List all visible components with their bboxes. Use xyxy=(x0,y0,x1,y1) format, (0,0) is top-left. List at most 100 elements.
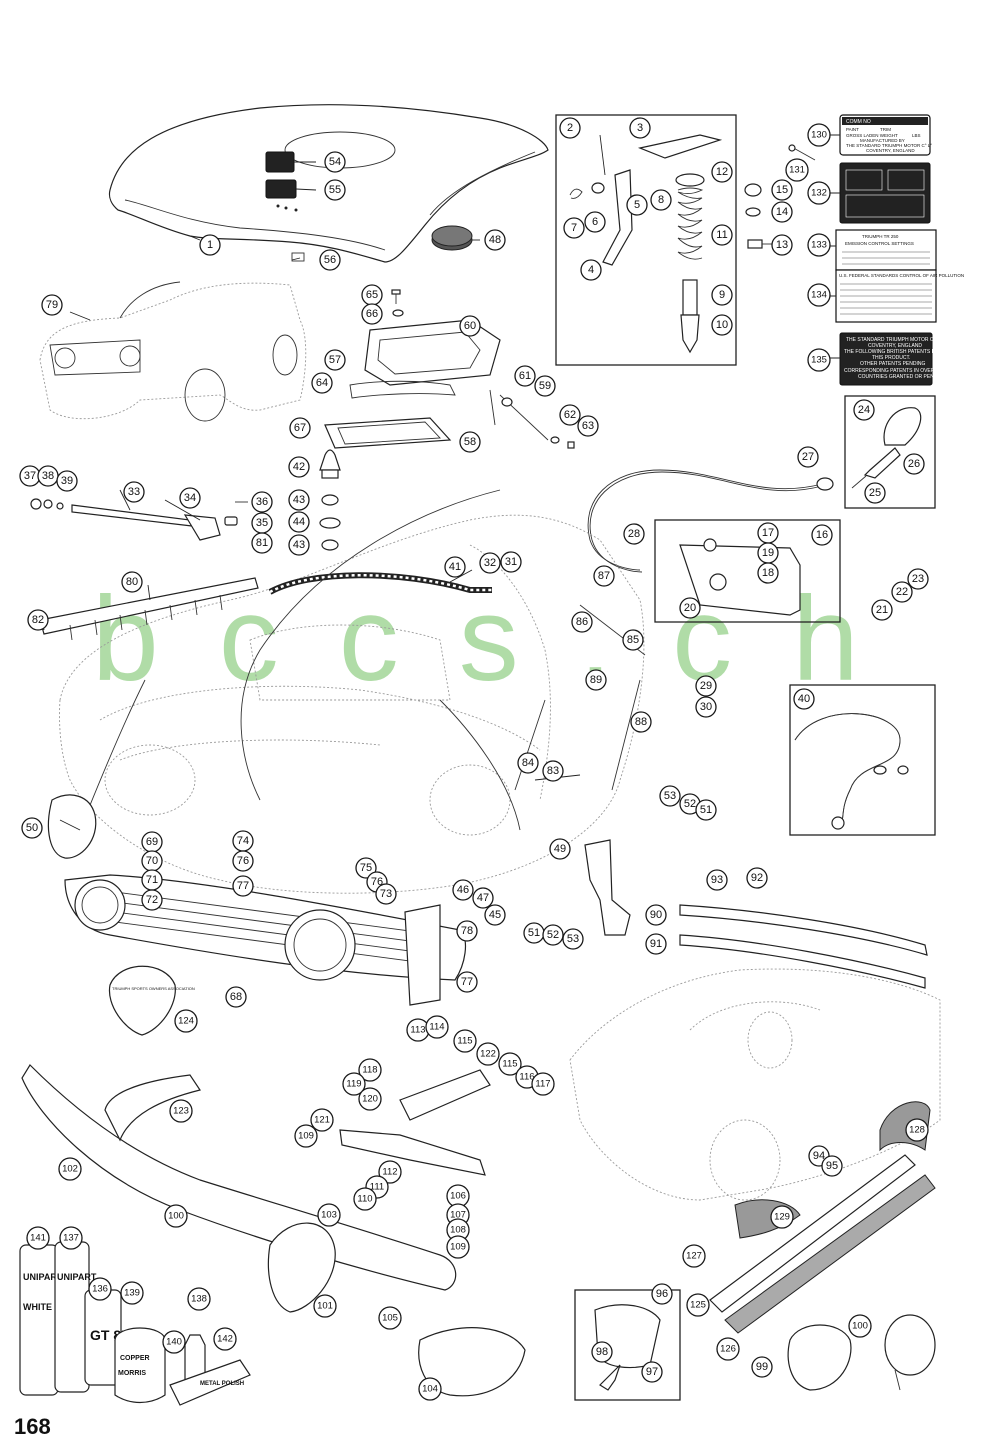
svg-text:COMM NO: COMM NO xyxy=(846,119,871,125)
callout-139: 139 xyxy=(120,1281,144,1305)
callout-60: 60 xyxy=(459,315,481,337)
callout-number: 82 xyxy=(32,614,44,626)
callout-98: 98 xyxy=(591,1341,613,1363)
callout-circle xyxy=(164,1204,188,1228)
callout-circle xyxy=(891,581,913,603)
callout-circle xyxy=(770,1205,794,1229)
release-cable-drawing xyxy=(587,469,834,573)
callout-number: 128 xyxy=(909,1125,925,1136)
callout-circle xyxy=(757,562,779,584)
callout-number: 118 xyxy=(362,1065,377,1076)
callout-38: 38 xyxy=(37,465,59,487)
callout-circle xyxy=(534,375,556,397)
callout-number: 64 xyxy=(316,377,328,389)
callout-number: 100 xyxy=(168,1211,184,1222)
callout-43b: 43 xyxy=(288,534,310,556)
callout-circle xyxy=(378,1160,402,1184)
callout-number: 65 xyxy=(366,289,378,301)
callout-circle xyxy=(378,1306,402,1330)
callout-circle xyxy=(771,201,793,223)
callout-10: 10 xyxy=(711,314,733,336)
callout-number: 11 xyxy=(716,229,727,241)
svg-text:THIS PRODUCT.: THIS PRODUCT. xyxy=(872,355,910,361)
svg-text:OTHER PATENTS PENDING: OTHER PATENTS PENDING xyxy=(860,361,925,367)
patent-plate-135: THE STANDARD TRIUMPH MOTOR Co.LTD. COVEN… xyxy=(839,332,956,386)
callout-circle xyxy=(626,194,648,216)
callout-131: 131 xyxy=(785,158,809,182)
choke-cable-box xyxy=(789,684,936,836)
callout-circle xyxy=(141,889,163,911)
callout-circle xyxy=(342,1072,366,1096)
svg-text:EMISSION CONTROL SETTINGS: EMISSION CONTROL SETTINGS xyxy=(845,241,914,246)
callout-number: 24 xyxy=(858,404,870,416)
callout-circle xyxy=(716,1337,740,1361)
svg-text:CORRESPONDING PATENTS IN OVERS: CORRESPONDING PATENTS IN OVERSEAS xyxy=(844,368,948,374)
callout-47: 47 xyxy=(472,887,494,909)
callout-79: 79 xyxy=(41,294,63,316)
callout-59: 59 xyxy=(534,375,556,397)
callout-circle xyxy=(444,556,466,578)
callout-number: 125 xyxy=(690,1300,706,1311)
callout-circle xyxy=(785,158,809,182)
callout-number: 90 xyxy=(650,909,662,921)
bump-stop-drawing xyxy=(319,449,341,551)
callout-circle xyxy=(425,1015,449,1039)
prop-box xyxy=(844,395,936,509)
commission-plate-130: COMM NO PAINT TRIM GROSS LADEN WEIGHT LB… xyxy=(839,114,932,156)
callout-number: 2 xyxy=(567,122,573,134)
callout-circle xyxy=(585,669,607,691)
callout-87: 87 xyxy=(593,565,615,587)
svg-text:GROSS LADEN WEIGHT: GROSS LADEN WEIGHT xyxy=(846,133,898,138)
callout-number: 107 xyxy=(450,1210,466,1221)
callout-114: 114 xyxy=(425,1015,449,1039)
callout-circle xyxy=(641,1361,663,1383)
callout-number: 52 xyxy=(547,929,559,941)
callout-circle xyxy=(162,1330,186,1354)
callout-number: 93 xyxy=(711,874,723,886)
callout-number: 124 xyxy=(178,1016,194,1027)
callout-number: 74 xyxy=(237,835,249,847)
callout-circle xyxy=(456,920,478,942)
callout-circle xyxy=(577,415,599,437)
callout-67: 67 xyxy=(289,417,311,439)
callout-105: 105 xyxy=(378,1306,402,1330)
callout-number: 85 xyxy=(627,634,639,646)
callout-circle xyxy=(317,1203,341,1227)
callout-number: 54 xyxy=(329,156,341,168)
callout-number: 140 xyxy=(166,1337,182,1348)
callout-number: 53 xyxy=(567,933,579,945)
callout-number: 92 xyxy=(751,872,763,884)
svg-text:UNIPART: UNIPART xyxy=(57,1272,97,1282)
callout-circle xyxy=(563,217,585,239)
callout-12: 12 xyxy=(711,161,733,183)
callout-103: 103 xyxy=(317,1203,341,1227)
roadster-rear-outline xyxy=(569,968,941,1201)
callout-number: 80 xyxy=(126,576,138,588)
callout-number: 96 xyxy=(656,1288,668,1300)
svg-text:TRIUMPH SPORTS OWNERS ASSOCIAT: TRIUMPH SPORTS OWNERS ASSOCIATION xyxy=(112,986,195,991)
callout-number: 127 xyxy=(686,1251,702,1262)
callout-97: 97 xyxy=(641,1361,663,1383)
callout-circle xyxy=(324,151,346,173)
callout-number: 69 xyxy=(146,836,158,848)
product-cans-drawing: UNIPART WHITE GREASE UNIPART GT 85 COPPE… xyxy=(19,1241,251,1406)
callout-number: 30 xyxy=(700,701,712,713)
callout-circle xyxy=(622,629,644,651)
callout-circle xyxy=(630,711,652,733)
callout-number: 48 xyxy=(489,234,501,246)
callout-circle xyxy=(711,161,733,183)
callout-circle xyxy=(232,850,254,872)
callout-number: 46 xyxy=(457,884,469,896)
callout-circle xyxy=(651,1283,673,1305)
closing-panel-77 xyxy=(404,904,441,1006)
callout-9: 9 xyxy=(711,284,733,306)
callout-21: 21 xyxy=(871,599,893,621)
callout-93: 93 xyxy=(706,869,728,891)
ventilator-drawing xyxy=(324,289,575,449)
callout-number: 130 xyxy=(811,130,827,141)
callout-circle xyxy=(169,1099,193,1123)
callout-number: 26 xyxy=(908,458,920,470)
callout-circle xyxy=(793,688,815,710)
callout-number: 117 xyxy=(535,1079,550,1090)
callout-number: 129 xyxy=(774,1212,790,1223)
